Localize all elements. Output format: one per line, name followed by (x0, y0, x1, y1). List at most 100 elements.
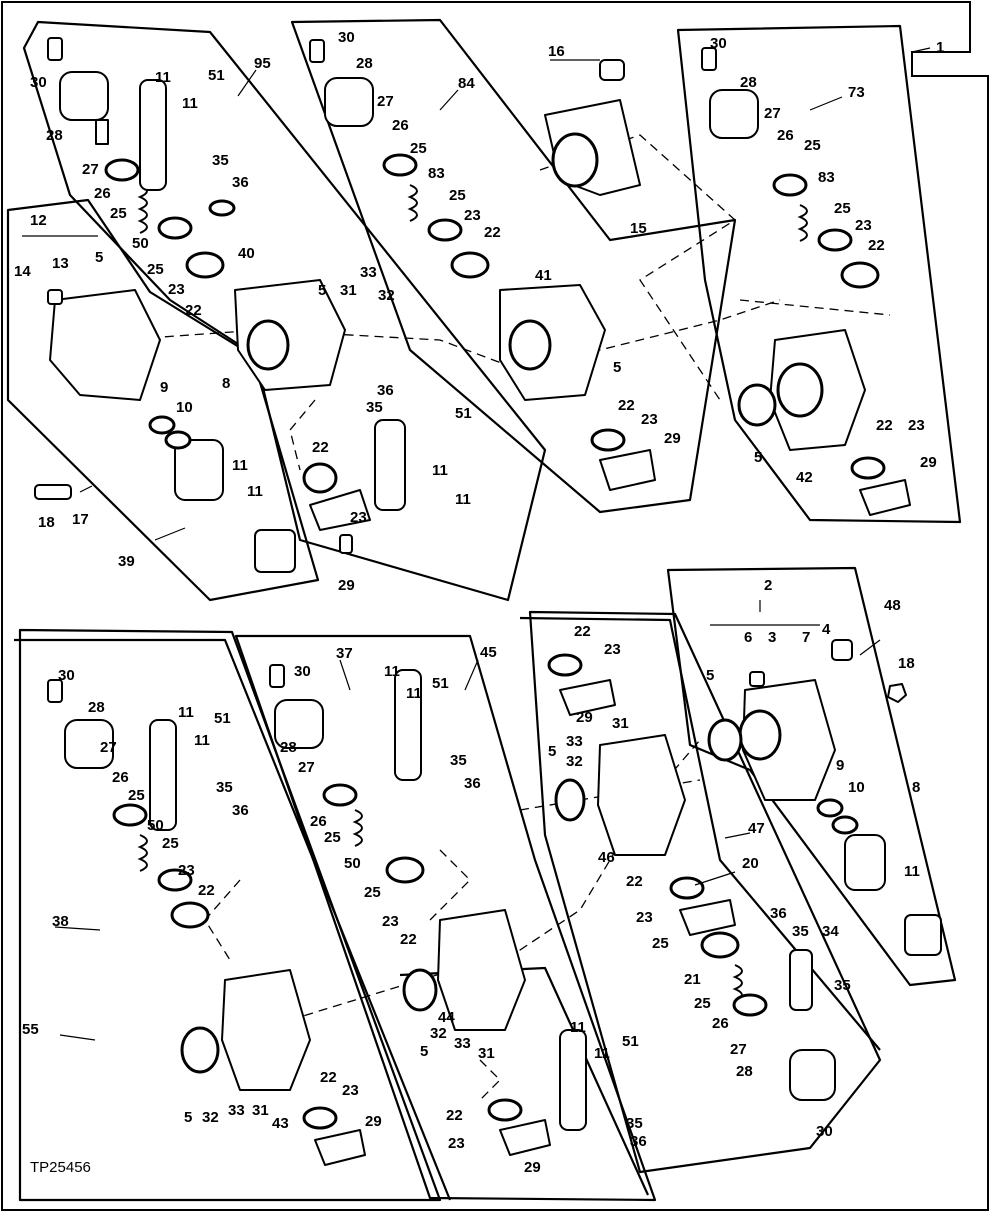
assembly-line (479, 1059, 501, 1101)
capscrew-part (47, 37, 63, 61)
cartridge-part (789, 949, 813, 1011)
assembly-line (119, 299, 781, 371)
callout-label: 29 (524, 1159, 541, 1176)
callout-label: 35 (212, 152, 229, 169)
callout-label: 6 (744, 629, 752, 646)
seal-part (427, 218, 463, 242)
callout-label: 22 (876, 417, 893, 434)
callout-label: 9 (160, 379, 168, 396)
callout-label: 36 (464, 775, 481, 792)
solenoid-part (274, 699, 324, 749)
seal-part (669, 876, 705, 900)
callout-label: 32 (430, 1025, 447, 1042)
callout-label: 26 (94, 185, 111, 202)
o-ring-part (816, 798, 844, 818)
callout-label: 51 (622, 1033, 639, 1050)
callout-label: 22 (626, 873, 643, 890)
seal-part (170, 901, 210, 929)
seal-part (185, 251, 225, 279)
callout-label: 35 (216, 779, 233, 796)
callout-label: 1 (936, 39, 944, 56)
callout-label: 11 (232, 457, 248, 474)
spring-part (352, 809, 363, 847)
callout-label: 17 (72, 511, 89, 528)
callout-label: 28 (88, 699, 105, 716)
callout-label: 23 (604, 641, 621, 658)
callout-label: 50 (132, 235, 149, 252)
callout-label: 3 (768, 629, 776, 646)
callout-label: 5 (420, 1043, 428, 1060)
callout-label: 2 (764, 577, 772, 594)
spring-part (797, 204, 808, 242)
callout-label: 30 (338, 29, 355, 46)
seal-part (732, 993, 768, 1017)
callout-label: 29 (365, 1113, 382, 1130)
callout-label: 29 (338, 577, 355, 594)
callout-label: 21 (684, 971, 701, 988)
callout-label: 27 (730, 1041, 747, 1058)
callout-label: 32 (378, 287, 395, 304)
o-ring-part (180, 1026, 220, 1074)
callout-label: 46 (598, 849, 615, 866)
callout-label: 11 (178, 704, 194, 721)
flange-part (679, 899, 736, 936)
callout-label: 84 (458, 75, 475, 92)
callout-label: 29 (920, 454, 937, 471)
callout-label: 16 (548, 43, 565, 60)
assembly-line (739, 299, 891, 316)
callout-label: 5 (613, 359, 621, 376)
callout-label: 23 (350, 509, 367, 526)
callout-label: 22 (618, 397, 635, 414)
callout-label: 27 (100, 739, 117, 756)
callout-label: 11 (455, 491, 471, 508)
callout-label: 27 (377, 93, 394, 110)
callout-label: 36 (770, 905, 787, 922)
seal-part (700, 931, 740, 959)
spring-part (137, 184, 148, 234)
callout-label: 33 (228, 1102, 245, 1119)
callout-label: 23 (178, 862, 195, 879)
callout-label: 55 (22, 1021, 39, 1038)
callout-label: 25 (324, 829, 341, 846)
callout-label: 10 (848, 779, 865, 796)
callout-label: 11 (247, 483, 263, 500)
callout-label: 51 (455, 405, 472, 422)
cartridge-part (559, 1029, 587, 1131)
callout-label: 33 (566, 733, 583, 750)
callout-label: 30 (710, 35, 727, 52)
callout-label: 31 (340, 282, 357, 299)
callout-label: 28 (46, 127, 63, 144)
callout-label: 34 (822, 923, 839, 940)
callout-label: 28 (736, 1063, 753, 1080)
callout-label: 31 (612, 715, 629, 732)
callout-label: 23 (448, 1135, 465, 1152)
plug-part (34, 484, 72, 500)
callout-label: 27 (298, 759, 315, 776)
callout-label: 51 (208, 67, 225, 84)
callout-label: 30 (816, 1123, 833, 1140)
solenoid-part (324, 77, 374, 127)
spring-part (137, 834, 148, 872)
seal-part (104, 158, 140, 182)
seal-part (302, 1106, 338, 1130)
flange-part (499, 1119, 551, 1156)
callout-label: 25 (834, 200, 851, 217)
gasket-part (551, 132, 599, 188)
callout-label: 27 (764, 105, 781, 122)
callout-label: 23 (908, 417, 925, 434)
callout-label: 11 (194, 732, 210, 749)
callout-label: 25 (652, 935, 669, 952)
callout-label: 11 (594, 1045, 610, 1062)
callout-label: 30 (30, 74, 47, 91)
assembly-line (539, 134, 737, 401)
callout-label: 25 (128, 787, 145, 804)
callout-label: 22 (574, 623, 591, 640)
capscrew-part (47, 679, 63, 703)
o-ring-part (831, 815, 859, 835)
valve-body-part (49, 289, 161, 401)
callout-label: 29 (576, 709, 593, 726)
seal-part (157, 216, 193, 240)
callout-label: 83 (428, 165, 445, 182)
callout-label: 7 (802, 629, 810, 646)
